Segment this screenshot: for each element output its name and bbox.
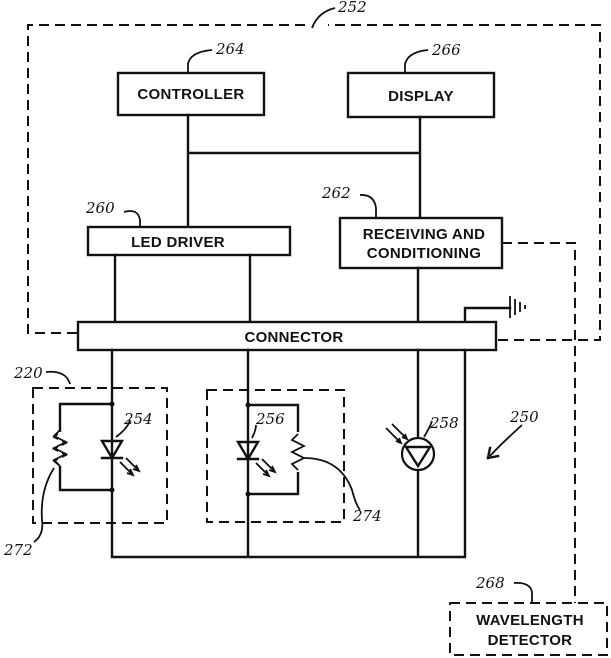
leader-268 [514, 583, 532, 602]
ref-260: 260 [85, 199, 115, 217]
ref-254: 254 [123, 410, 153, 428]
bus-line [188, 115, 420, 227]
ref-256: 256 [255, 410, 285, 428]
leader-266 [405, 50, 428, 72]
ground-icon [510, 296, 525, 318]
wavelength-label-1: WAVELENGTH [476, 612, 584, 629]
wavelength-label-2: DETECTOR [488, 632, 573, 649]
controller-label: CONTROLLER [137, 86, 244, 103]
receiving-label-2: CONDITIONING [367, 245, 481, 262]
ref-264: 264 [215, 40, 245, 58]
leader-252 [312, 8, 335, 28]
display-label: DISPLAY [388, 88, 454, 105]
ref-258: 258 [429, 414, 459, 432]
receiving-label-1: RECEIVING AND [363, 226, 486, 243]
ref-262: 262 [321, 184, 351, 202]
leader-272 [34, 468, 54, 542]
ground-wire [465, 308, 510, 322]
led-module-220 [33, 388, 167, 523]
ref-250: 250 [509, 408, 539, 426]
ref-268: 268 [475, 574, 505, 592]
ref-272: 272 [3, 541, 33, 559]
ref-252: 252 [337, 0, 367, 16]
ref-274: 274 [352, 507, 382, 525]
leader-260 [124, 211, 140, 227]
arrow-250 [490, 425, 522, 456]
connector-label: CONNECTOR [244, 329, 343, 346]
leader-220 [46, 372, 70, 384]
led-driver-label: LED DRIVER [131, 234, 225, 251]
leader-274 [304, 458, 360, 510]
leader-262 [360, 195, 376, 218]
leader-264 [188, 50, 212, 72]
ref-220: 220 [13, 364, 43, 382]
ref-266: 266 [431, 41, 461, 59]
